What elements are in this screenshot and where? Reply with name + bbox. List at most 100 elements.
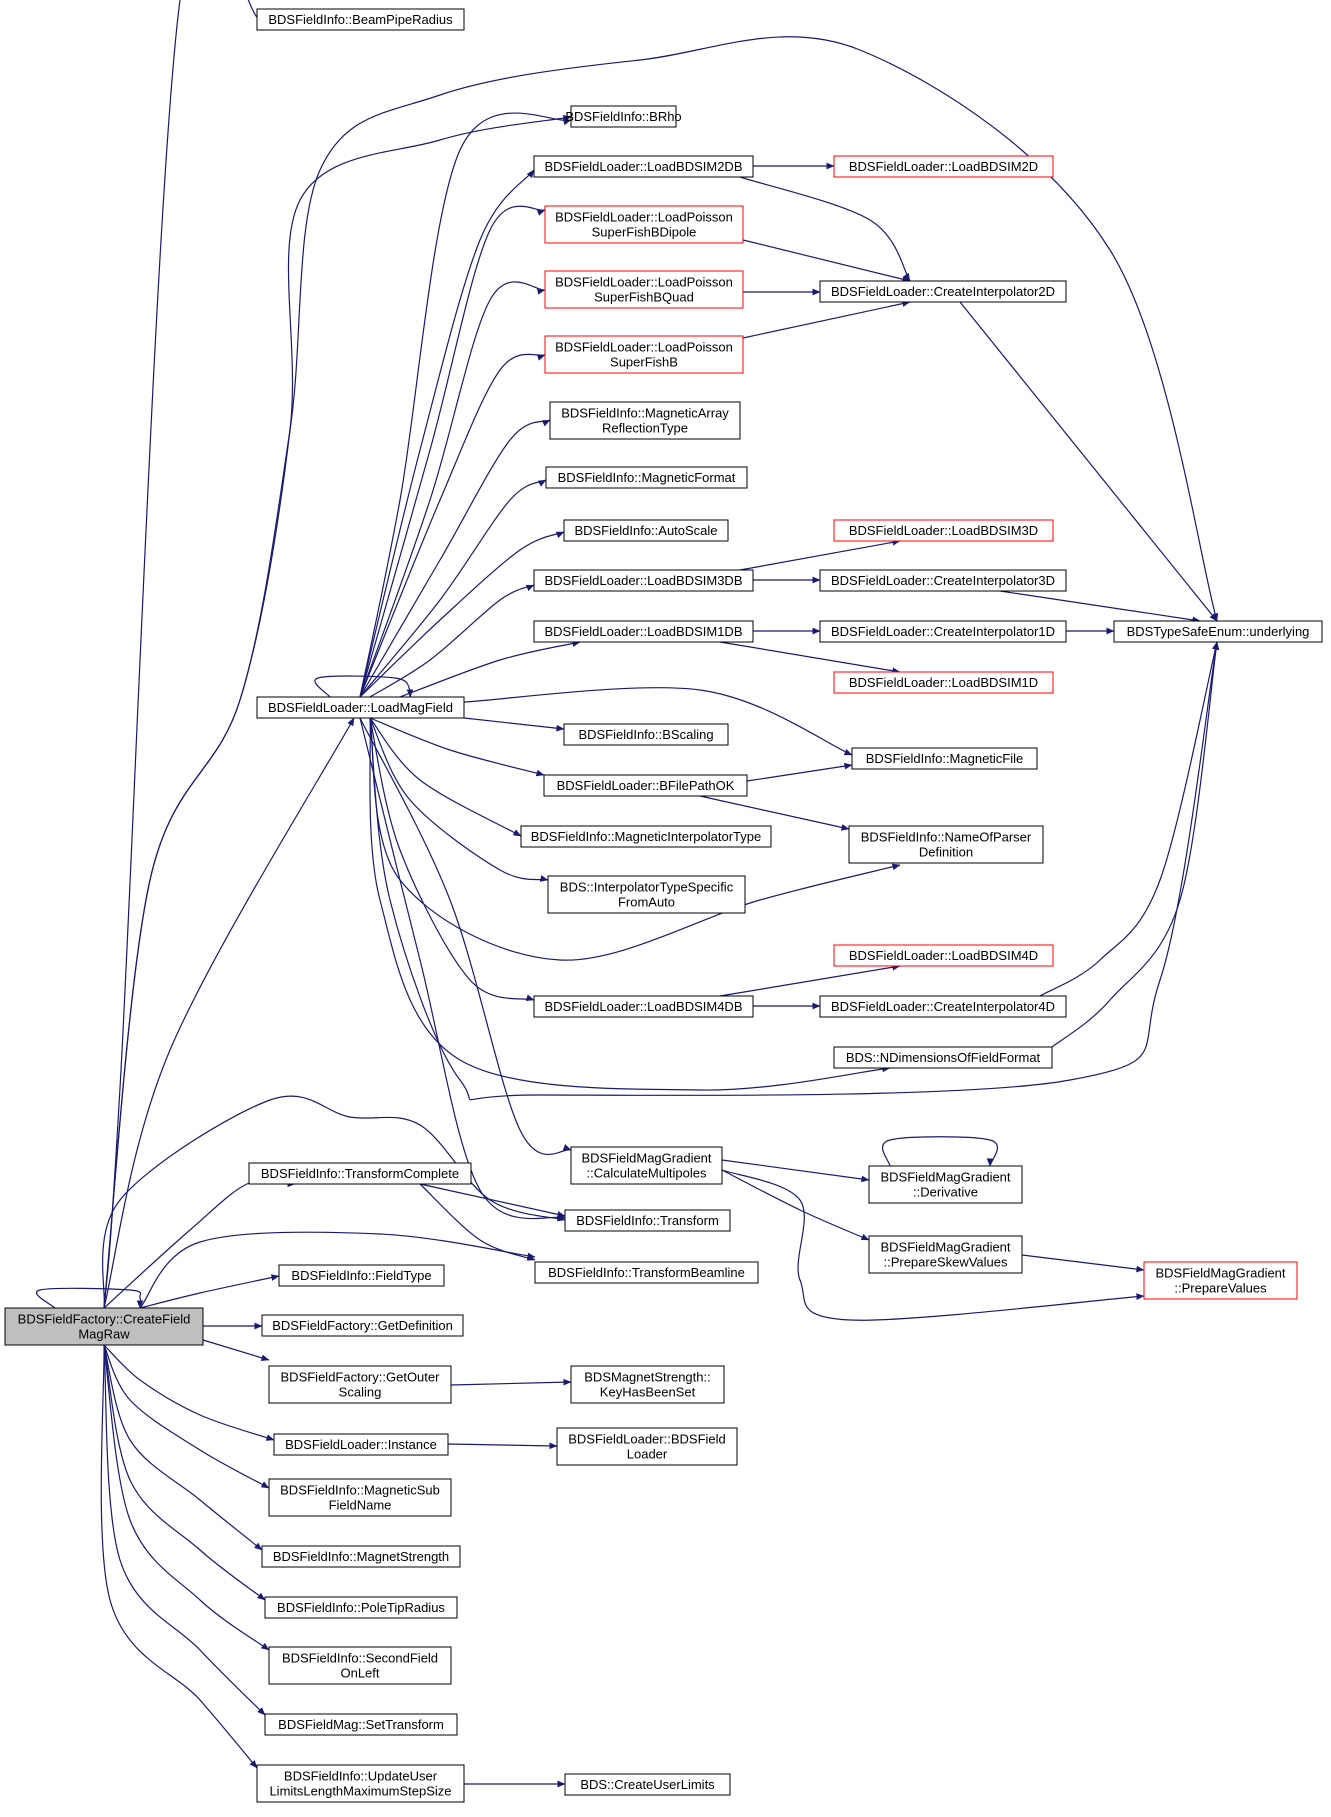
node-box[interactable]: [544, 205, 744, 244]
node-updateuserlimits[interactable]: BDSFieldInfo::UpdateUserLimitsLengthMaxi…: [256, 1764, 465, 1803]
node-box[interactable]: [570, 105, 677, 128]
node-box[interactable]: [851, 747, 1038, 770]
node-poissonbquad[interactable]: BDSFieldLoader::LoadPoissonSuperFishBQua…: [544, 270, 744, 309]
node-loadbdsim3d[interactable]: BDSFieldLoader::LoadBDSIM3D: [833, 519, 1054, 542]
node-box[interactable]: [544, 335, 744, 374]
node-createinterp3d[interactable]: BDSFieldLoader::CreateInterpolator3D: [819, 569, 1067, 592]
node-createinterp4d[interactable]: BDSFieldLoader::CreateInterpolator4D: [819, 995, 1067, 1018]
node-box[interactable]: [248, 1162, 472, 1185]
node-box[interactable]: [564, 1209, 731, 1232]
node-box[interactable]: [4, 1307, 204, 1346]
node-box[interactable]: [819, 995, 1067, 1018]
node-box[interactable]: [533, 995, 754, 1018]
node-loadbdsim2db[interactable]: BDSFieldLoader::LoadBDSIM2DB: [533, 155, 754, 178]
node-box[interactable]: [833, 1046, 1053, 1069]
node-preparevalues[interactable]: BDSFieldMagGradient::PrepareValues: [1143, 1261, 1298, 1300]
node-box[interactable]: [833, 155, 1054, 178]
node-box[interactable]: [520, 825, 772, 848]
node-createinterp1d[interactable]: BDSFieldLoader::CreateInterpolator1D: [819, 620, 1067, 643]
node-transformcomplete[interactable]: BDSFieldInfo::TransformComplete: [248, 1162, 472, 1185]
node-box[interactable]: [264, 1596, 458, 1619]
node-box[interactable]: [268, 1646, 452, 1685]
node-box[interactable]: [261, 1545, 461, 1568]
node-box[interactable]: [268, 1478, 452, 1517]
node-box[interactable]: [564, 1773, 731, 1796]
node-loadmagfield[interactable]: BDSFieldLoader::LoadMagField: [256, 696, 465, 719]
node-box[interactable]: [819, 280, 1067, 303]
node-box[interactable]: [534, 1261, 759, 1284]
node-box[interactable]: [545, 466, 748, 489]
node-underlying[interactable]: BDSTypeSafeEnum::underlying: [1113, 620, 1323, 643]
node-transform[interactable]: BDSFieldInfo::Transform: [564, 1209, 731, 1232]
node-bdsfieldloaderctor[interactable]: BDSFieldLoader::BDSFieldLoader: [556, 1427, 738, 1466]
node-box[interactable]: [833, 944, 1054, 967]
node-box[interactable]: [278, 1264, 445, 1287]
node-box[interactable]: [533, 620, 754, 643]
node-box[interactable]: [256, 696, 465, 719]
node-box[interactable]: [868, 1235, 1023, 1274]
node-box[interactable]: [833, 671, 1054, 694]
node-settransform[interactable]: BDSFieldMag::SetTransform: [264, 1713, 458, 1736]
node-box[interactable]: [1113, 620, 1323, 643]
node-getdefinition[interactable]: BDSFieldFactory::GetDefinition: [261, 1314, 464, 1337]
node-magarrayrefl[interactable]: BDSFieldInfo::MagneticArrayReflectionTyp…: [549, 401, 741, 440]
node-magneticfile[interactable]: BDSFieldInfo::MagneticFile: [851, 747, 1038, 770]
node-fieldtype[interactable]: BDSFieldInfo::FieldType: [278, 1264, 445, 1287]
node-loadbdsim1db[interactable]: BDSFieldLoader::LoadBDSIM1DB: [533, 620, 754, 643]
node-box[interactable]: [533, 569, 754, 592]
node-createuserlimits[interactable]: BDS::CreateUserLimits: [564, 1773, 731, 1796]
node-magnetstrength[interactable]: BDSFieldInfo::MagnetStrength: [261, 1545, 461, 1568]
node-box[interactable]: [264, 1713, 458, 1736]
node-box[interactable]: [833, 519, 1054, 542]
node-box[interactable]: [819, 569, 1067, 592]
node-box[interactable]: [268, 1365, 452, 1404]
node-brho[interactable]: BDSFieldInfo::BRho: [565, 105, 682, 128]
node-box[interactable]: [547, 875, 746, 914]
node-loadbdsim4d[interactable]: BDSFieldLoader::LoadBDSIM4D: [833, 944, 1054, 967]
node-box[interactable]: [563, 519, 729, 542]
node-beampiperadius[interactable]: BDSFieldInfo::BeamPipeRadius: [256, 8, 465, 31]
node-box[interactable]: [549, 401, 741, 440]
node-loadbdsim4db[interactable]: BDSFieldLoader::LoadBDSIM4DB: [533, 995, 754, 1018]
node-box[interactable]: [570, 1146, 723, 1185]
node-box[interactable]: [819, 620, 1067, 643]
node-box[interactable]: [543, 774, 748, 797]
node-box[interactable]: [1143, 1261, 1298, 1300]
node-bscaling[interactable]: BDSFieldInfo::BScaling: [563, 723, 729, 746]
node-instance[interactable]: BDSFieldLoader::Instance: [273, 1433, 449, 1456]
node-poletipradius[interactable]: BDSFieldInfo::PoleTipRadius: [264, 1596, 458, 1619]
node-keyhasbeenset[interactable]: BDSMagnetStrength::KeyHasBeenSet: [570, 1365, 725, 1404]
node-box[interactable]: [533, 155, 754, 178]
node-loadbdsim1d[interactable]: BDSFieldLoader::LoadBDSIM1D: [833, 671, 1054, 694]
node-box[interactable]: [256, 8, 465, 31]
node-box[interactable]: [556, 1427, 738, 1466]
node-magformat[interactable]: BDSFieldInfo::MagneticFormat: [545, 466, 748, 489]
node-box[interactable]: [563, 723, 729, 746]
node-box[interactable]: [256, 1764, 465, 1803]
node-box[interactable]: [848, 825, 1044, 864]
node-autoscale[interactable]: BDSFieldInfo::AutoScale: [563, 519, 729, 542]
node-derivative[interactable]: BDSFieldMagGradient::Derivative: [868, 1165, 1023, 1204]
node-loadbdsim2d[interactable]: BDSFieldLoader::LoadBDSIM2D: [833, 155, 1054, 178]
node-box[interactable]: [261, 1314, 464, 1337]
node-box[interactable]: [570, 1365, 725, 1404]
node-poissonbdipole[interactable]: BDSFieldLoader::LoadPoissonSuperFishBDip…: [544, 205, 744, 244]
node-calcmultipoles[interactable]: BDSFieldMagGradient::CalculateMultipoles: [570, 1146, 723, 1185]
node-box[interactable]: [544, 270, 744, 309]
node-loadbdsim3db[interactable]: BDSFieldLoader::LoadBDSIM3DB: [533, 569, 754, 592]
node-ndimensions[interactable]: BDS::NDimensionsOfFieldFormat: [833, 1046, 1053, 1069]
node-createinterp2d[interactable]: BDSFieldLoader::CreateInterpolator2D: [819, 280, 1067, 303]
node-maginterptype[interactable]: BDSFieldInfo::MagneticInterpolatorType: [520, 825, 772, 848]
node-box[interactable]: [273, 1433, 449, 1456]
node-prepareskew[interactable]: BDSFieldMagGradient::PrepareSkewValues: [868, 1235, 1023, 1274]
node-bfilepathok[interactable]: BDSFieldLoader::BFilePathOK: [543, 774, 748, 797]
node-box[interactable]: [868, 1165, 1023, 1204]
node-transformbeamline[interactable]: BDSFieldInfo::TransformBeamline: [534, 1261, 759, 1284]
